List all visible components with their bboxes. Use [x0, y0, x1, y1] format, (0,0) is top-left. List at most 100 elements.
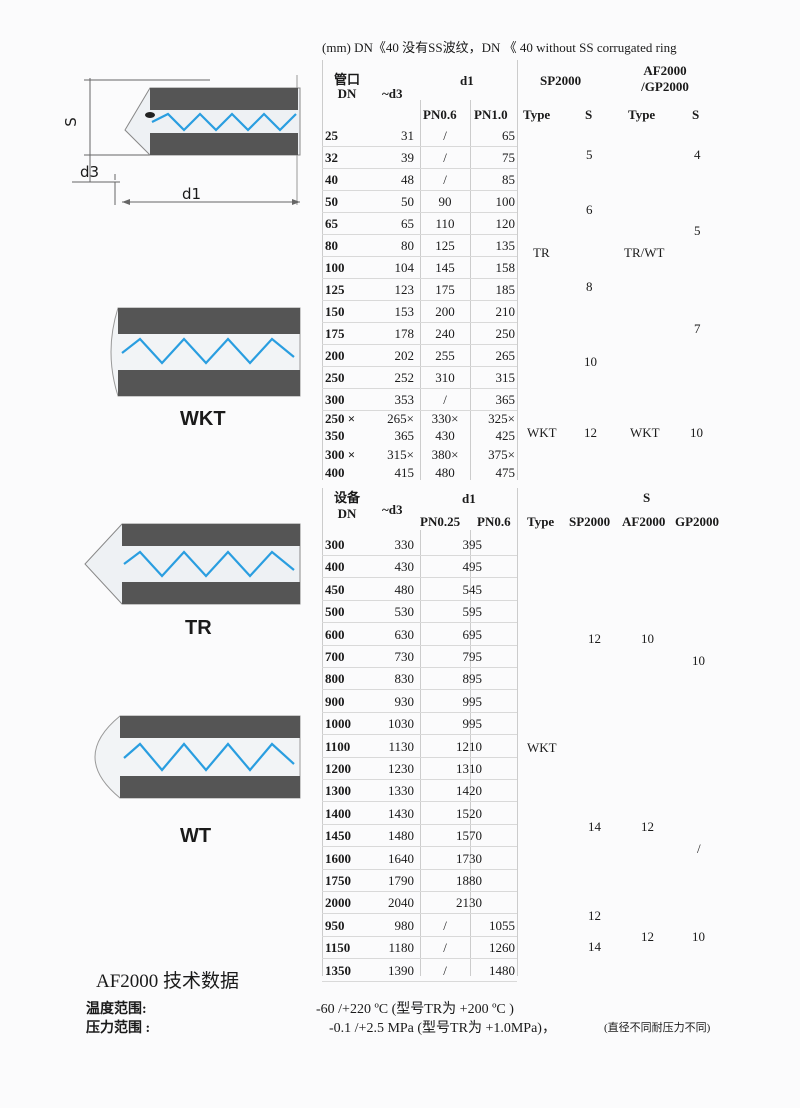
- t1-af-s-7: 7: [694, 321, 701, 336]
- table2-pn025-cell: 1420: [456, 783, 482, 799]
- table2-pn025-cell: /: [443, 962, 447, 978]
- t2-header-s: S: [643, 490, 651, 505]
- t1-af-s-5: 5: [694, 223, 701, 238]
- table1-pn06-cell: 200: [435, 304, 455, 319]
- table1-dn-cell: 50: [325, 194, 338, 209]
- table1-dn-cell: 32: [325, 150, 338, 165]
- table2-row-divider: [322, 846, 517, 848]
- table1-pn06-cell: /: [443, 172, 447, 187]
- t1-sp-s-5: 5: [586, 147, 593, 162]
- gasket-dimension-diagram: [72, 75, 301, 205]
- t1-sp-type-tr: TR: [533, 245, 550, 260]
- table1-pn06-cell: 480: [435, 465, 455, 480]
- table1-d3-cell: 415: [394, 465, 415, 480]
- table1-pn06-cell: /: [443, 392, 447, 407]
- upper-layer: [150, 88, 298, 110]
- t2-header-sp2000: SP2000: [569, 514, 611, 529]
- table2-pn06-cell: 1055: [489, 917, 515, 933]
- table1-d3-cell: 80: [401, 238, 414, 253]
- t1-af-s-10: 10: [690, 425, 703, 440]
- table2-dn-cell: 600: [325, 626, 345, 642]
- table1-pn10-cell: 365: [495, 392, 516, 407]
- wkt-gasket-diagram: [110, 307, 301, 397]
- table2-dn-cell: 700: [325, 649, 345, 664]
- table1-pn10-cell: 315: [495, 370, 516, 385]
- t2-header-pn06: PN0.6: [477, 514, 511, 529]
- table1-pn06-cell: 175: [435, 282, 455, 297]
- t1-header-d1: d1: [460, 73, 474, 88]
- table1-d3-cell: 104: [394, 260, 415, 275]
- table2-row-divider: [322, 756, 517, 758]
- table2-pn025-cell: 795: [462, 649, 483, 664]
- table2-d3-cell: 1330: [388, 783, 414, 799]
- table1-dn-cell: 300: [325, 392, 345, 407]
- wkt-label: WKT: [180, 408, 226, 430]
- table1-dn-cell: 250: [325, 370, 345, 385]
- t1-sp-type-wkt: WKT: [527, 425, 557, 440]
- table2-pn025-cell: 2130: [456, 895, 482, 911]
- table1-d3-cell: 252: [394, 370, 415, 385]
- table2-dn-cell: 1200: [325, 761, 351, 776]
- table1-pn10-cell: 425: [495, 428, 516, 443]
- table2-row-divider: [322, 980, 517, 982]
- table2-d3-cell: 830: [394, 671, 415, 687]
- table1-pn10-cell: 475: [495, 465, 516, 480]
- table1-dn-cell: 25: [325, 128, 338, 143]
- table2-row-divider: [322, 644, 517, 646]
- t2-header-d3: ~d3: [382, 502, 403, 517]
- table1-row-divider: [322, 146, 517, 147]
- table2-row-divider: [322, 935, 517, 937]
- table2-pn025-cell: 1310: [456, 761, 482, 776]
- table2-row-divider: [322, 801, 517, 803]
- temp-value: -60 /+220 ºC (型号TR为 +200 ºC ): [316, 1002, 514, 1017]
- table2-dn-cell: 1600: [325, 850, 351, 866]
- table1-pn10-cell: 325×: [488, 411, 515, 426]
- table2-row-divider: [322, 599, 517, 601]
- table2-dn-cell: 1400: [325, 805, 351, 821]
- temp-label: 温度范围:: [86, 1002, 147, 1017]
- table1-dn-cell: 125: [325, 282, 345, 297]
- table1-dn-cell: 350: [325, 428, 345, 443]
- table2-dn-cell: 1300: [325, 783, 351, 799]
- table2-d3-cell: 980: [394, 917, 415, 933]
- table2-pn025-cell: 695: [462, 626, 483, 642]
- t2-af-12b: 12: [641, 929, 654, 944]
- table1-pn06-cell: 255: [435, 348, 455, 363]
- table1-pn06-cell: 90: [438, 194, 452, 209]
- table1-d3-cell: 365: [394, 428, 415, 443]
- d1-label: d1: [182, 185, 202, 203]
- table2-pn06-cell: 1260: [489, 940, 515, 956]
- table1-dn-cell: 65: [325, 216, 338, 231]
- tr-gasket-diagram: [84, 523, 301, 605]
- table1-pn10-cell: 265: [495, 348, 516, 363]
- s-label: S: [61, 117, 80, 127]
- table2-pn025-cell: /: [443, 940, 447, 956]
- table2-d3-cell: 930: [394, 693, 415, 709]
- table2-pn025-cell: 1520: [456, 805, 482, 821]
- table2-row-divider: [322, 891, 517, 892]
- table1-pn10-cell: 375×: [488, 447, 515, 462]
- t2-sp-12: 12: [588, 631, 601, 646]
- table1-dn-cell: 200: [325, 348, 345, 363]
- table2-pn025-cell: /: [443, 917, 447, 933]
- table1-pn10-cell: 250: [495, 326, 516, 341]
- table1-pn06-cell: 145: [435, 260, 455, 275]
- table2-d3-cell: 2040: [388, 895, 414, 911]
- table2-pn025-cell: 995: [462, 693, 483, 709]
- table2-row-divider: [322, 555, 517, 556]
- tr-label: TR: [185, 617, 212, 639]
- table1-d3-cell: 48: [401, 172, 414, 187]
- table1-row-divider: [322, 344, 517, 345]
- tech-title: AF2000 技术数据: [96, 971, 240, 992]
- table1-row-divider: [322, 388, 517, 389]
- table2-d3-cell: 1390: [388, 962, 414, 978]
- table2-dn-cell: 450: [325, 581, 345, 597]
- table1-dn-cell: 150: [325, 304, 345, 319]
- table2-d3-cell: 1230: [388, 761, 414, 776]
- table2-row-divider: [322, 577, 517, 579]
- table1-pn10-cell: 185: [495, 282, 516, 297]
- table1-pn06-cell: /: [443, 128, 447, 143]
- lower-layer: [150, 133, 298, 155]
- table1-pn06-cell: 110: [435, 216, 455, 231]
